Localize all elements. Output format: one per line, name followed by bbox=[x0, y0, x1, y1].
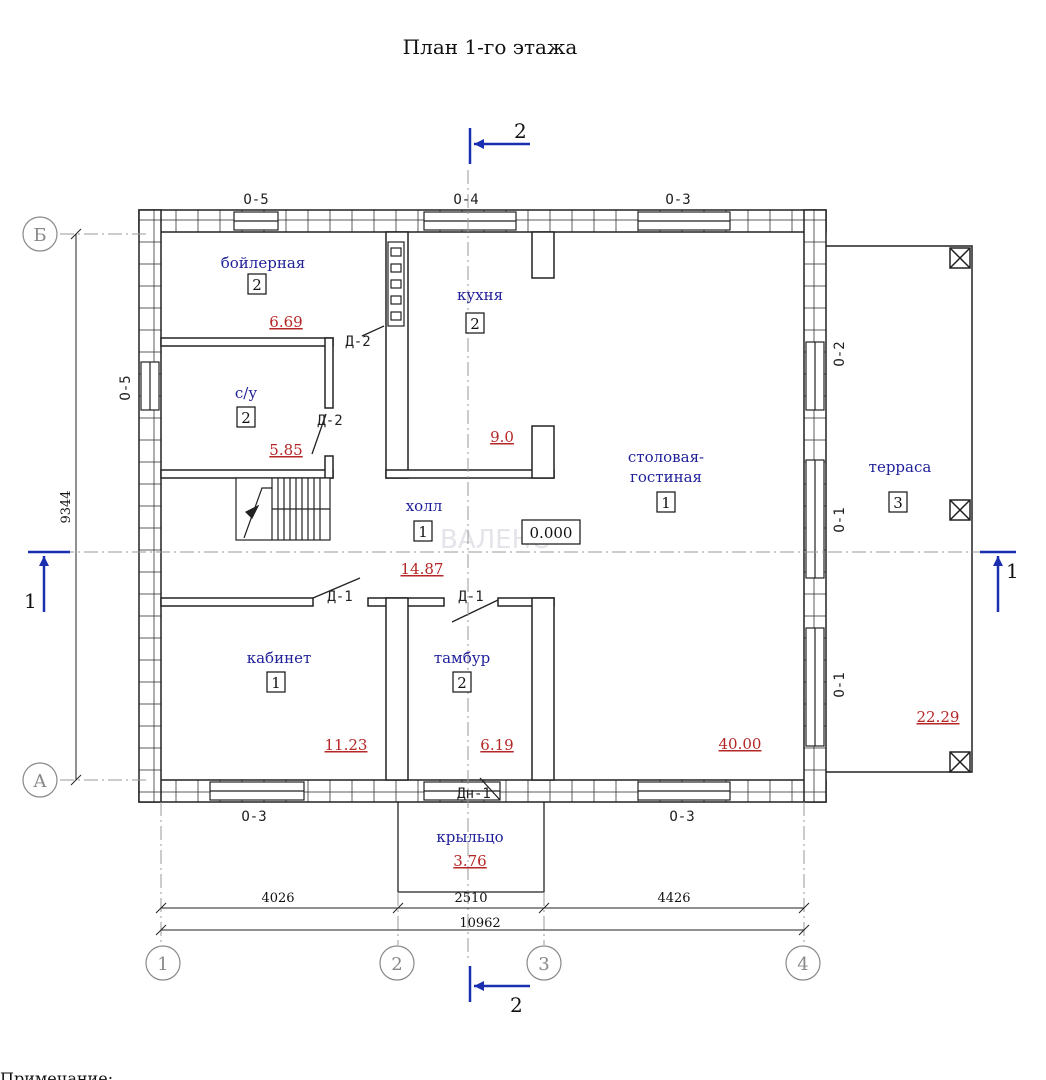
room-kitchen-area: 9.0 bbox=[490, 428, 514, 446]
mark-door-d2-b: Д-2 bbox=[317, 413, 342, 429]
mark-window-o5-top: О-5 bbox=[243, 192, 268, 208]
section-markers bbox=[28, 128, 1016, 1002]
room-living-name-1: столовая- bbox=[628, 448, 704, 466]
staircase bbox=[235, 477, 331, 541]
dim-vertical: 9344 bbox=[59, 490, 74, 523]
mark-window-o1-a: О-1 bbox=[832, 507, 848, 532]
mark-window-o3-bottom-right: О-3 bbox=[669, 809, 694, 825]
room-boiler-name: бойлерная bbox=[221, 254, 305, 272]
mark-door-d2-a: Д-2 bbox=[345, 334, 370, 350]
room-office-area: 11.23 bbox=[325, 736, 368, 754]
section-left-label: 1 bbox=[24, 589, 37, 613]
room-hall-area: 14.87 bbox=[401, 560, 444, 578]
room-wc-class: 2 bbox=[241, 409, 251, 427]
room-terrace-class-box bbox=[888, 491, 908, 513]
axis-bubbles bbox=[22, 216, 821, 981]
windows bbox=[140, 211, 825, 801]
mark-door-d1-a: Д-1 bbox=[327, 589, 352, 605]
room-hall-class-box bbox=[413, 520, 433, 542]
section-right-label: 1 bbox=[1006, 559, 1019, 583]
room-porch-area: 3.76 bbox=[453, 852, 486, 870]
interior-walls bbox=[160, 231, 555, 781]
axis-label-1: 1 bbox=[157, 954, 168, 975]
dim-total: 10962 bbox=[459, 916, 500, 931]
mark-window-o4: О-4 bbox=[453, 192, 478, 208]
room-hall-name: холл bbox=[406, 497, 443, 515]
room-vestibule-area: 6.19 bbox=[480, 736, 513, 754]
room-living-area: 40.00 bbox=[719, 735, 762, 753]
vent-block bbox=[387, 241, 405, 327]
room-terrace-area: 22.29 bbox=[917, 708, 960, 726]
axis-label-4: 4 bbox=[797, 954, 808, 975]
room-boiler-area: 6.69 bbox=[269, 313, 302, 331]
room-wc-area: 5.85 bbox=[269, 441, 302, 459]
room-vestibule-class: 2 bbox=[457, 674, 467, 692]
section-top-label: 2 bbox=[514, 119, 527, 143]
mark-window-o3-top: О-3 bbox=[665, 192, 690, 208]
room-terrace-name: терраса bbox=[869, 458, 932, 476]
mark-window-o3-bottom-left: О-3 bbox=[241, 809, 266, 825]
room-porch-name: крыльцо bbox=[436, 828, 503, 846]
room-vestibule-class-box bbox=[452, 671, 472, 693]
level-mark: 0.000 bbox=[530, 524, 573, 542]
room-boiler-class-box bbox=[247, 273, 267, 295]
mark-window-o5-left: О-5 bbox=[118, 375, 134, 400]
dim-2510: 2510 bbox=[454, 891, 487, 906]
room-office-class-box bbox=[266, 671, 286, 693]
room-living-class: 1 bbox=[661, 494, 671, 512]
mark-window-o1-b: О-1 bbox=[832, 672, 848, 697]
room-kitchen-class-box bbox=[465, 312, 485, 334]
axis-label-b: Б bbox=[33, 225, 46, 246]
room-living-class-box bbox=[656, 491, 676, 513]
axis-label-3: 3 bbox=[538, 954, 549, 975]
room-office-name: кабинет bbox=[247, 649, 312, 667]
room-kitchen-name: кухня bbox=[457, 286, 503, 304]
porch bbox=[397, 802, 545, 893]
dimension-lines bbox=[70, 228, 810, 936]
page-title: План 1-го этажа bbox=[403, 35, 578, 59]
section-bottom-label: 2 bbox=[510, 993, 523, 1017]
mark-door-dn1: Дн-1 bbox=[457, 786, 491, 802]
axis-label-a: А bbox=[33, 771, 47, 792]
room-vestibule-name: тамбур bbox=[434, 649, 490, 667]
room-kitchen-class: 2 bbox=[470, 315, 480, 333]
door-swings bbox=[311, 325, 501, 801]
footer-note: Примечание: bbox=[0, 1069, 113, 1080]
room-hall-class: 1 bbox=[418, 523, 428, 541]
level-mark-box bbox=[521, 519, 581, 545]
center-lines bbox=[60, 170, 990, 960]
room-boiler-class: 2 bbox=[252, 276, 262, 294]
room-terrace-class: 3 bbox=[893, 494, 903, 512]
terrace bbox=[826, 245, 973, 773]
axis-label-2: 2 bbox=[391, 954, 402, 975]
room-wc-class-box bbox=[236, 406, 256, 428]
room-wc-name: с/у bbox=[235, 384, 257, 402]
room-living-name-2: гостиная bbox=[630, 468, 702, 486]
mark-door-d1-b: Д-1 bbox=[458, 589, 483, 605]
room-office-class: 1 bbox=[271, 674, 281, 692]
dim-4426: 4426 bbox=[657, 891, 690, 906]
mark-window-o2: О-2 bbox=[832, 341, 848, 366]
dim-4026: 4026 bbox=[261, 891, 294, 906]
